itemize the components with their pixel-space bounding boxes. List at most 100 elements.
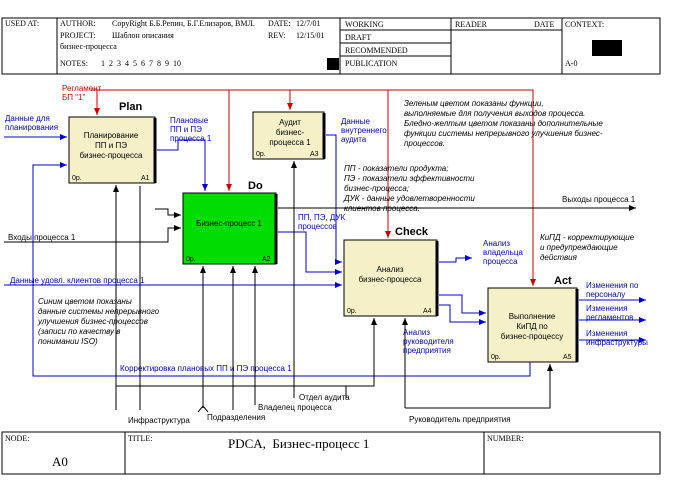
a1-title-1: Планирование <box>84 131 139 140</box>
project-label: PROJECT: <box>60 31 96 40</box>
departments-label: Подразделения <box>207 413 265 422</box>
head-analysis-label-2: руководителя <box>403 337 454 346</box>
a4-id: A4 <box>423 308 432 315</box>
a1-id: A1 <box>141 175 150 182</box>
clients-data-label: Данные удовл. клиентов процесса 1 <box>10 276 145 285</box>
a3-id: A3 <box>310 151 319 158</box>
date-value: 12/7/01 <box>296 19 320 28</box>
plan-label: Plan <box>119 101 143 113</box>
note-kipd-2: и предупреждающие <box>540 243 618 252</box>
a3-title-2: бизнес- <box>276 128 305 137</box>
note-pe-1: ПЭ - показатели эффективности <box>344 174 475 183</box>
title-label: TITLE: <box>128 434 152 443</box>
audit-data-label-3: аудита <box>341 135 367 144</box>
inputs-label: Входы процесса 1 <box>8 233 76 242</box>
a4-cost: 0р. <box>347 308 357 315</box>
box-a2[interactable]: Бизнес-процесс 1 0р. A2 <box>182 192 278 265</box>
note-pe-2: бизнес-процесса; <box>344 184 409 193</box>
context-node: A-0 <box>565 59 577 68</box>
a3-title-1: Аудит <box>279 118 301 127</box>
note-duk-2: клиентов процесса. <box>344 204 420 213</box>
note-green-5: процессов. <box>404 139 445 148</box>
box-a3[interactable]: Аудит бизнес- процесса 1 0р. A3 <box>252 111 326 160</box>
box-a1[interactable]: Планирование ПП и ПЭ бизнес-процесса 0р.… <box>68 116 157 184</box>
do-label: Do <box>248 180 263 192</box>
number-label: NUMBER: <box>487 434 523 443</box>
date-label: DATE: <box>268 19 291 28</box>
reader-label: READER <box>455 20 488 29</box>
note-green-4: функции системы непрерывного улучшения б… <box>404 129 603 138</box>
legend-note: Зеленым цветом показаны функции, выполня… <box>37 99 635 346</box>
act-label: Act <box>554 275 572 287</box>
note-pp: ПП - показатели продукта; <box>344 164 448 173</box>
note-duk-1: ДУК - данные удовлетворенности <box>343 194 475 203</box>
box-a4[interactable]: Анализ бизнес-процесса 0р. A4 <box>343 239 439 317</box>
owner-analysis-label-2: владельца <box>483 248 523 257</box>
node-value: A0 <box>52 454 68 469</box>
note-blue-3: улучшения бизнес-процессов <box>37 317 148 326</box>
audit-dept-label: Отдел аудита <box>299 393 350 402</box>
author-label: AUTHOR: <box>60 19 96 28</box>
used-at-label: USED AT: <box>5 19 39 28</box>
recommended-label: RECOMMENDED <box>345 46 408 55</box>
change-infra-label-2: инфраструктуры <box>586 338 648 347</box>
notes-label: NOTES: <box>60 59 88 68</box>
outputs-label: Выходы процесса 1 <box>562 195 636 204</box>
a2-cost: 0р. <box>186 256 196 263</box>
change-infra-label-1: Изменения <box>586 329 627 338</box>
project-value-2: бизнес-процесса <box>60 42 117 51</box>
head-analysis-label-3: предприятия <box>403 346 451 355</box>
plan-pp-label-1: Плановые <box>170 116 209 125</box>
reglament-label-2: БП "1" <box>62 93 86 102</box>
owner-analysis-label-1: Анализ <box>483 239 510 248</box>
blue-arrows <box>4 134 646 377</box>
a3-cost: 0р. <box>256 151 266 158</box>
a2-id: A2 <box>262 256 271 263</box>
audit-data-label-1: Данные <box>341 117 370 126</box>
head-label: Руководитель предприятия <box>409 415 511 424</box>
note-green-2: выполняемые для получения выходов процес… <box>404 109 585 118</box>
note-kipd-1: КиПД - корректирующие <box>540 233 635 242</box>
change-regs-label-2: регламентов <box>586 313 633 322</box>
change-staff-label-2: персоналу <box>586 290 625 299</box>
note-blue-2: данные системы непрерывного <box>38 307 160 316</box>
note-green-3: Бледно-желтым цветом показаны дополнител… <box>404 119 603 128</box>
change-staff-label-1: Изменения по <box>586 281 639 290</box>
a5-title-1: Выполнение <box>509 312 556 321</box>
owner-label: Владелец процесса <box>258 403 332 412</box>
a1-title-3: бизнес-процесса <box>80 151 143 160</box>
plan-data-label-2: планирования <box>5 123 58 132</box>
reglament-arrows <box>91 89 536 286</box>
rev-value: 12/15/01 <box>296 31 324 40</box>
a5-title-3: бизнес-процессу <box>501 332 563 341</box>
correction-label: Корректировка плановых ПП и ПЭ процесса … <box>120 364 292 373</box>
context-label: CONTEXT: <box>565 20 604 29</box>
a1-title-2: ПП и ПЭ <box>95 141 127 150</box>
author-value: CopyRight Б.Б.Репин, Б.Г.Елизаров, ВМЛ. <box>112 19 255 28</box>
a1-cost: 0р. <box>72 175 82 182</box>
a4-title-2: бизнес-процесса <box>359 275 422 284</box>
infrastructure-label: Инфраструктура <box>128 416 190 425</box>
check-label: Check <box>395 226 429 238</box>
project-value: Шаблон описания <box>112 31 174 40</box>
diagram-title: PDCA, Бизнес-процесс 1 <box>228 436 369 451</box>
draft-label: DRAFT <box>345 33 371 42</box>
reglament-label-1: Регламент <box>62 84 102 93</box>
note-green-1: Зеленым цветом показаны функции, <box>404 99 544 108</box>
a2-title: Бизнес-процесс 1 <box>196 219 262 228</box>
note-blue-1: Синим цветом показаны <box>38 297 132 306</box>
a5-cost: 0р. <box>491 354 501 361</box>
publication-marker <box>327 58 339 70</box>
rev-label: REV: <box>268 31 286 40</box>
publication-label: PUBLICATION <box>345 59 398 68</box>
pp-pe-label-1: ПП, ПЭ, ДУК <box>298 213 345 222</box>
box-a5[interactable]: Выполнение КиПД по бизнес-процессу 0р. A… <box>487 287 579 363</box>
head-analysis-label-1: Анализ <box>403 328 430 337</box>
reader-date-label: DATE <box>534 20 555 29</box>
plan-data-label-1: Данные для <box>5 114 50 123</box>
note-kipd-3: действия <box>540 253 578 262</box>
working-label: WORKING <box>345 20 384 29</box>
notes-value: 1 2 3 4 5 6 7 8 9 10 <box>101 59 181 68</box>
header-frame <box>1 17 661 75</box>
